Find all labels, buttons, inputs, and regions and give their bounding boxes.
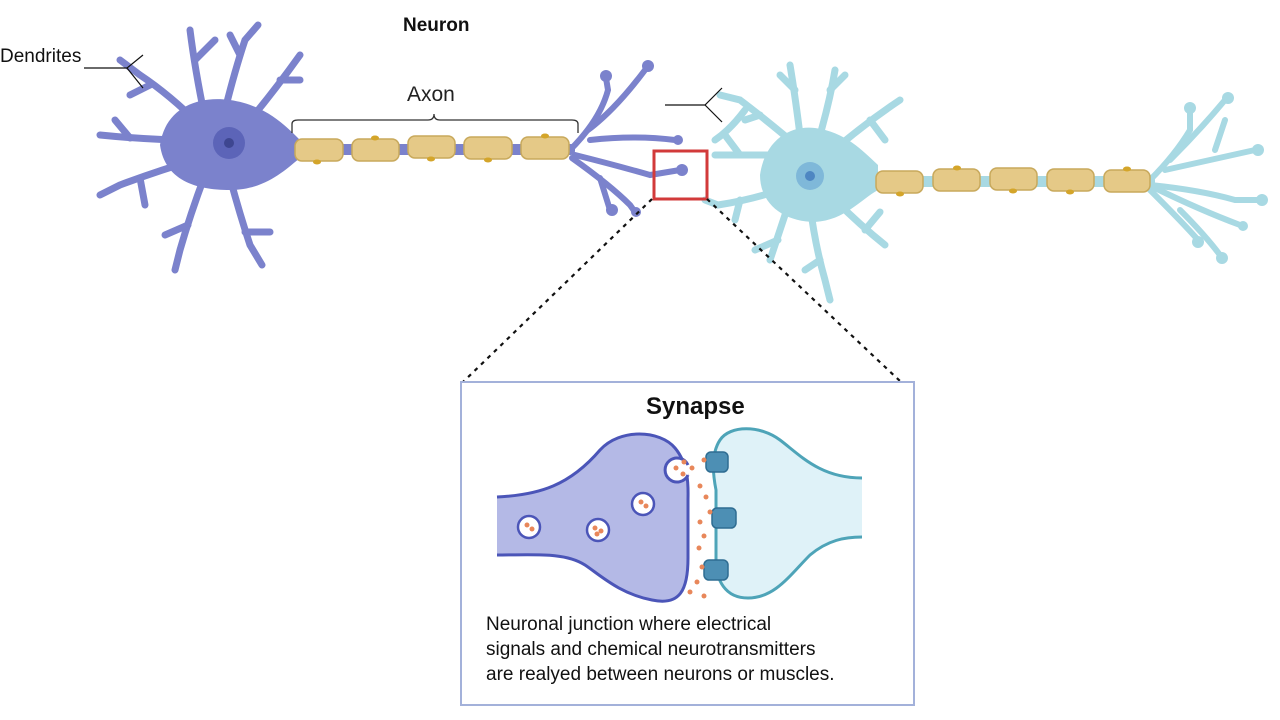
postsynaptic-terminal bbox=[711, 427, 863, 600]
description-line: signals and chemical neurotransmitters bbox=[486, 639, 816, 660]
receptor-ligands bbox=[699, 457, 713, 570]
neuron-1-schwann-nuclei bbox=[313, 133, 549, 165]
description-line: are realyed between neurons or muscles. bbox=[486, 664, 835, 685]
vesicle-neurotransmitters bbox=[524, 499, 649, 537]
neuron-1-axon-terminals bbox=[567, 67, 683, 215]
neuron-2-axon-terminals bbox=[1147, 97, 1261, 258]
synaptic-vesicles bbox=[516, 491, 656, 543]
diagram-title: Neuron bbox=[403, 15, 470, 36]
neuron-2-dendrites-leader bbox=[665, 87, 723, 123]
description-line: Neuronal junction where electrical bbox=[486, 614, 772, 635]
neuron-1-nucleolus bbox=[224, 138, 234, 148]
dendrites-label: Dendrites bbox=[0, 46, 82, 67]
receptors bbox=[703, 451, 737, 581]
zoom-lines bbox=[462, 198, 902, 383]
axon-bracket bbox=[291, 113, 579, 133]
synapse-title: Synapse bbox=[646, 393, 745, 420]
synapse-description: Neuronal junction where electrical signa… bbox=[486, 612, 906, 687]
presynaptic-terminal bbox=[496, 432, 690, 603]
neuron-2-schwann-nuclei bbox=[896, 165, 1131, 197]
released-neurotransmitters bbox=[673, 459, 709, 599]
neuron-2-nucleolus bbox=[805, 171, 815, 181]
neuron-1-terminal-bulbs bbox=[600, 60, 688, 217]
neuron-2-terminal-bulbs bbox=[1184, 92, 1268, 264]
dendrites-leader bbox=[84, 54, 144, 89]
synapse-highlight-box bbox=[652, 149, 709, 201]
axon-label: Axon bbox=[407, 83, 455, 106]
